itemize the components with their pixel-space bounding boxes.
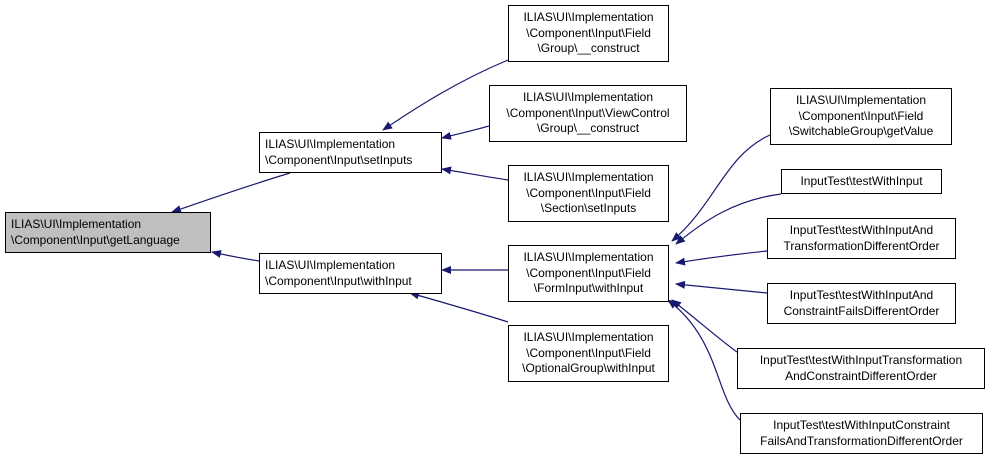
node-test-constraint-fails-and-transformation[interactable]: InputTest\testWithInputConstraint FailsA… [740,413,983,454]
node-field-group-construct[interactable]: ILIAS\UI\Implementation \Component\Input… [508,5,669,62]
edge-section-to-setinputs [441,166,509,181]
edge-testconstrainttransformation-to-forminput [667,299,741,421]
edge-testtransformation-to-forminput [675,250,768,266]
node-switchablegroup-get-value[interactable]: ILIAS\UI\Implementation \Component\Input… [770,88,952,145]
node-forminput-with-input-label: ILIAS\UI\Implementation \Component\Input… [523,250,654,296]
edge-viewcontrol-to-setinputs [441,125,490,140]
node-test-constraint-fails-different-order-label: InputTest\testWithInputAnd ConstraintFai… [783,288,940,318]
edge-setinputs-to-getlanguage [171,172,291,213]
edge-testtransformationconstraint-to-forminput [671,299,738,353]
node-get-language: ILIAS\UI\Implementation \Component\Input… [5,212,211,253]
edge-fieldgroup-to-setinputs [382,59,509,131]
edge-switchablegroup-to-forminput [671,134,771,242]
node-set-inputs[interactable]: ILIAS\UI\Implementation \Component\Input… [259,132,442,173]
edge-withinput-to-getlanguage [211,250,260,262]
node-test-with-input-label: InputTest\testWithInput [800,173,923,188]
node-with-input[interactable]: ILIAS\UI\Implementation \Component\Input… [259,253,442,294]
edge-optionalgroup-to-withinput [409,291,509,323]
node-switchablegroup-get-value-label: ILIAS\UI\Implementation \Component\Input… [788,93,934,139]
node-get-language-label: ILIAS\UI\Implementation \Component\Input… [11,217,180,247]
node-section-set-inputs-label: ILIAS\UI\Implementation \Component\Input… [523,170,654,216]
node-with-input-label: ILIAS\UI\Implementation \Component\Input… [265,258,412,288]
node-optionalgroup-with-input[interactable]: ILIAS\UI\Implementation \Component\Input… [508,325,669,382]
node-test-transformation-and-constraint-label: InputTest\testWithInputTransformation An… [759,353,963,383]
node-optionalgroup-with-input-label: ILIAS\UI\Implementation \Component\Input… [522,330,655,376]
node-test-transformation-different-order-label: InputTest\testWithInputAnd Transformatio… [783,223,940,253]
node-section-set-inputs[interactable]: ILIAS\UI\Implementation \Component\Input… [508,165,669,222]
node-test-with-input[interactable]: InputTest\testWithInput [781,169,942,194]
node-forminput-with-input[interactable]: ILIAS\UI\Implementation \Component\Input… [508,245,669,302]
node-test-transformation-and-constraint[interactable]: InputTest\testWithInputTransformation An… [737,348,985,389]
node-test-transformation-different-order[interactable]: InputTest\testWithInputAnd Transformatio… [767,218,956,259]
node-test-constraint-fails-different-order[interactable]: InputTest\testWithInputAnd ConstraintFai… [767,283,956,324]
node-set-inputs-label: ILIAS\UI\Implementation \Component\Input… [265,137,413,167]
node-field-group-construct-label: ILIAS\UI\Implementation \Component\Input… [523,10,654,56]
edge-testwithinput-to-forminput [675,193,782,245]
node-viewcontrol-group-construct[interactable]: ILIAS\UI\Implementation \Component\Input… [489,85,687,142]
node-test-constraint-fails-and-transformation-label: InputTest\testWithInputConstraint FailsA… [760,418,963,448]
edge-testconstraintfails-to-forminput [675,280,768,294]
node-viewcontrol-group-construct-label: ILIAS\UI\Implementation \Component\Input… [506,90,670,136]
